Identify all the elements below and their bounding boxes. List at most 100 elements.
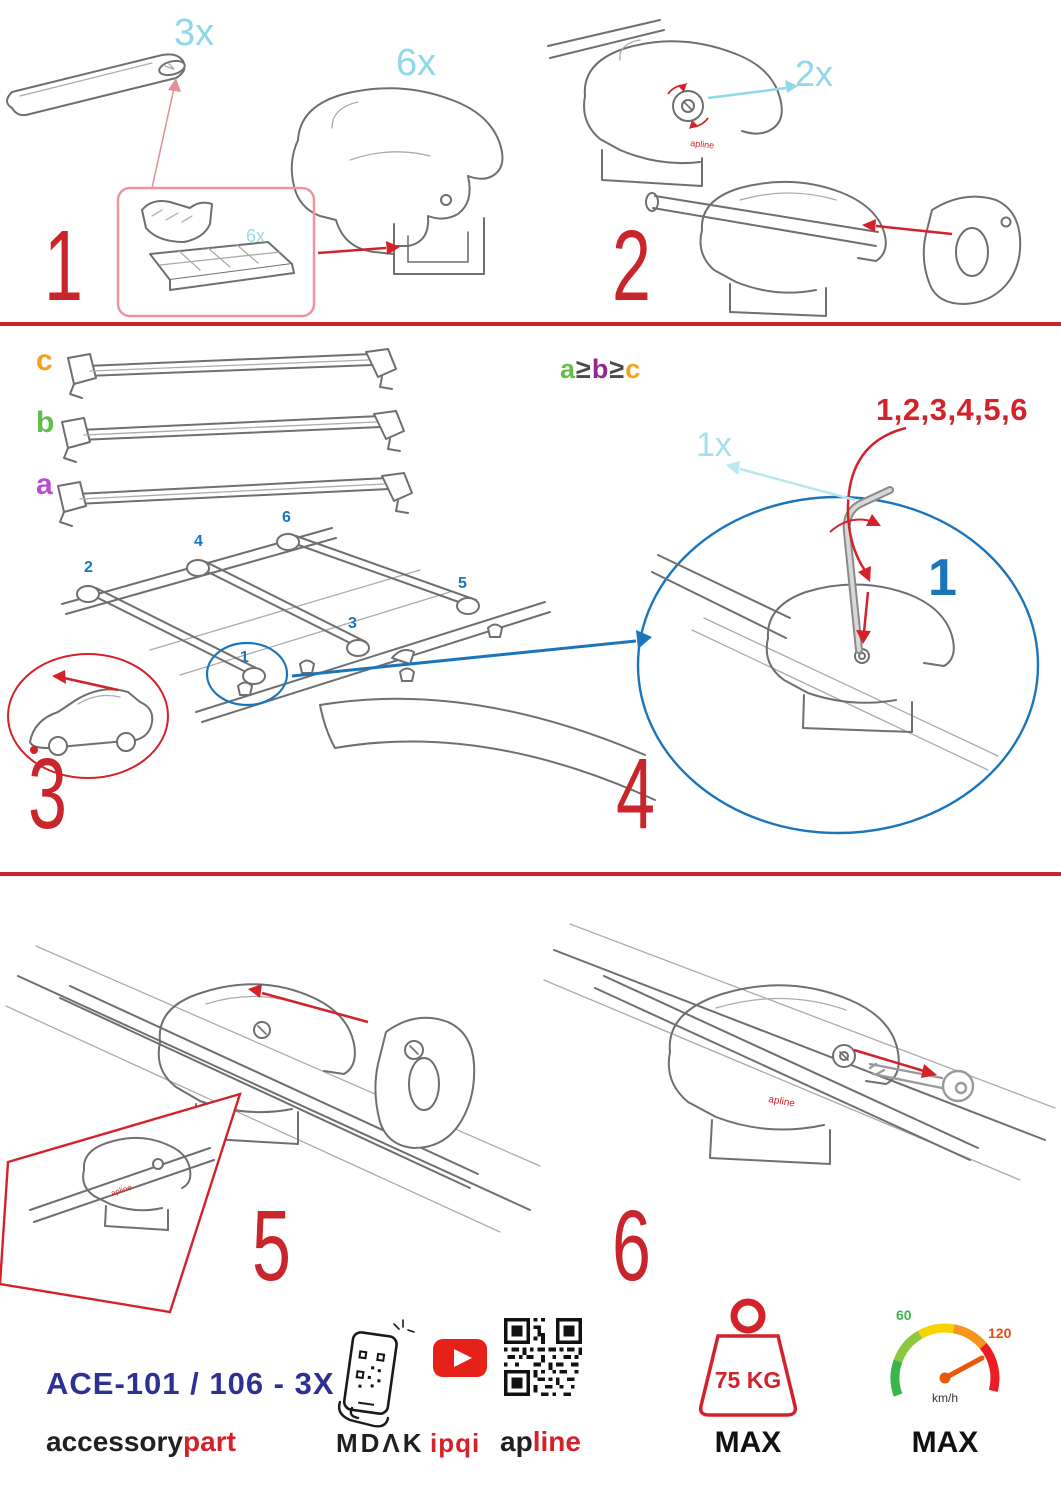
step-1-number: 1 (44, 210, 83, 322)
bolt-head (440, 194, 452, 206)
formula-b: b (591, 354, 610, 384)
section-divider-2 (0, 872, 1061, 876)
weight-limit-value: 75 KG (715, 1367, 781, 1393)
gauge-unit-label: km/h (932, 1391, 958, 1405)
end-cover-drawing (922, 195, 1022, 305)
step-6-illustration: apline (543, 923, 1056, 1181)
pointer-arrowhead (168, 78, 181, 92)
rail-behind (547, 19, 665, 59)
step-1-illustration: 6x (6, 53, 504, 318)
key-callout-arrow (726, 461, 856, 502)
zoom-ellipse (636, 495, 1040, 835)
speed-max-label: MAX (911, 1426, 979, 1459)
roof-rails (61, 527, 551, 723)
tighten-arrow (856, 591, 871, 644)
pointer-line (151, 78, 181, 189)
insert-key-arrow (853, 1048, 937, 1078)
bar-size-label-b: b (36, 406, 55, 439)
cover-cap-drawing (374, 1016, 476, 1149)
lock-qty-label: 2x (795, 53, 834, 94)
formula-gte-2: ≥ (609, 354, 626, 384)
product-model-label: ACE-101 / 106 - 3X (46, 1366, 335, 1401)
crossbar-endcap-drawing (6, 53, 186, 117)
apline-logo: apline (500, 1428, 581, 1456)
foot-on-rail-drawing (157, 983, 356, 1145)
mdak-logo: MDɅK (336, 1428, 425, 1458)
position-label-4: 4 (194, 533, 203, 550)
holding-hand (337, 1400, 390, 1428)
roof-mounting-scene (7, 527, 656, 801)
foot-with-lock-drawing (583, 39, 783, 187)
bar-size-label-c: c (36, 344, 53, 377)
step-4-illustration (636, 426, 1040, 835)
position-label-1: 1 (240, 649, 249, 666)
inset-frame (116, 186, 316, 318)
gauge-low-label: 60 (896, 1307, 912, 1323)
ipqi-logo: ipqi (430, 1428, 481, 1458)
phone-body (342, 1331, 398, 1415)
car-wheel (116, 732, 136, 752)
zoomed-foot-drawing (765, 583, 955, 733)
weight-handle (730, 1298, 766, 1334)
position-label-6: 6 (282, 509, 291, 526)
pad-qty-label: 6x (246, 226, 265, 246)
endcap-qty-label: 3x (174, 12, 215, 54)
attach-cover-arrow (248, 984, 369, 1024)
rotate-arrow (829, 514, 881, 533)
lock-cylinder (152, 1158, 164, 1170)
car-direction-inset (7, 653, 169, 779)
lock-turn-arrows (667, 83, 709, 129)
position-1-highlight-circle (205, 641, 289, 707)
lock-callout-arrow (707, 80, 798, 100)
front-marker-dot (30, 746, 38, 754)
speedometer-icon: 60 120 km/h (890, 1307, 1012, 1405)
position-label-3: 3 (348, 615, 357, 632)
size-order-formula: a≥b≥c (560, 356, 641, 383)
formula-c: c (625, 354, 642, 384)
antenna-fin (391, 649, 415, 665)
locked-foot-inset-panel: apline (0, 1092, 242, 1314)
car-wheel (48, 736, 68, 756)
formula-gte-1: ≥ (576, 354, 592, 384)
accessorypart-logo-black: accessory (46, 1426, 184, 1457)
crossbar-b-drawing (61, 410, 405, 463)
qr-code (504, 1318, 582, 1396)
weight-max-label: MAX (714, 1426, 782, 1459)
position-label-5: 5 (458, 575, 467, 592)
accessorypart-logo-red: part (183, 1426, 236, 1457)
weight-body (698, 1334, 798, 1417)
foot-qty-label: 6x (396, 42, 437, 84)
apline-logo-red: line (532, 1426, 581, 1457)
bar-size-label-a: a (36, 468, 53, 501)
spare-clamps-on-rail (237, 623, 503, 696)
crossbar-c-drawing (67, 348, 397, 399)
gauge-arc (890, 1323, 1000, 1397)
gauge-pivot (939, 1372, 951, 1384)
step-5-illustration: apline (0, 945, 541, 1314)
front-direction-arrow (63, 676, 119, 692)
phone-scan-icon (337, 1319, 415, 1428)
step-2-number: 2 (612, 210, 651, 322)
youtube-icon (433, 1339, 487, 1377)
first-position-label: 1 (928, 549, 957, 607)
windshield (319, 697, 656, 801)
qr-modules (504, 1318, 582, 1396)
step-6-number: 6 (612, 1190, 651, 1302)
weight-limit-icon: 75 KG (698, 1298, 798, 1417)
crossbar-sizes-illustration (57, 348, 413, 527)
rubber-pad-inset (116, 186, 316, 318)
gauge-high-label: 120 (988, 1325, 1012, 1341)
product-brand-text: apline (690, 138, 715, 150)
crossbar-a-drawing (57, 472, 413, 527)
phone-qr-pattern (355, 1350, 386, 1388)
step-5-number: 5 (252, 1190, 291, 1302)
allen-key-qty-label: 1x (696, 426, 732, 464)
product-brand-text: apline (767, 1094, 796, 1110)
formula-a: a (560, 354, 577, 384)
step-4-number: 4 (616, 738, 655, 850)
foot-clamp-drawing (290, 87, 504, 275)
slide-on-arrow (862, 219, 953, 236)
position-label-2: 2 (84, 559, 93, 576)
roof-edge-lines (543, 923, 1056, 1181)
